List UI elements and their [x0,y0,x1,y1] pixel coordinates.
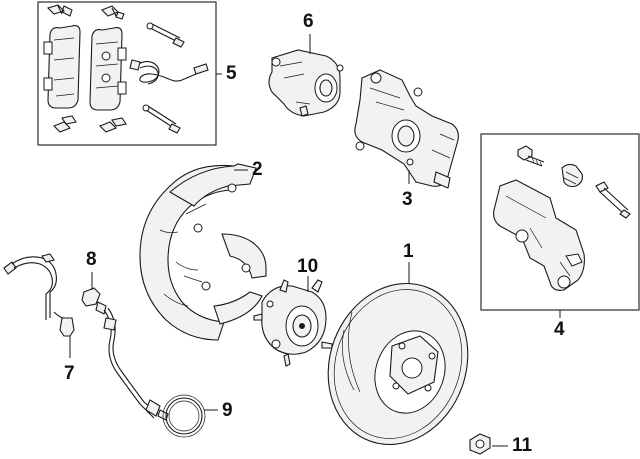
callout-6: 6 [303,11,314,32]
callout-1: 1 [403,241,414,262]
hub-nut [469,433,491,455]
brake-rotor [327,282,469,446]
pad-clips-bottom [53,115,127,133]
callout-8: 8 [86,249,97,270]
guide-pin-upper [146,22,185,48]
caliper-bracket [493,179,585,291]
caliper-motor-unit [268,49,344,117]
bracket-bolt [517,145,545,167]
callout-10: 10 [297,256,319,277]
brake-pad-kit-box [37,1,217,146]
callout-4: 4 [554,319,565,340]
slide-pin [595,181,631,219]
callout-3: 3 [402,189,413,210]
callout-5: 5 [226,63,237,84]
tone-ring [162,394,206,438]
brake-pad-left [43,25,81,109]
brake-pad-right [89,27,127,111]
callout-7: 7 [64,363,75,384]
pad-clips-top [46,4,125,20]
guide-pin-lower [142,104,181,134]
wear-sensor-wire [129,59,209,85]
wheel-hub-bearing [253,279,333,367]
caliper-bracket-kit-box [480,133,640,311]
abs-sensor-cable [3,253,75,337]
brake-caliper [354,69,459,189]
pin-boot [561,163,583,188]
callout-9: 9 [222,400,233,421]
dust-shield [139,163,267,341]
callout-2: 2 [252,159,263,180]
callout-11: 11 [512,435,533,456]
